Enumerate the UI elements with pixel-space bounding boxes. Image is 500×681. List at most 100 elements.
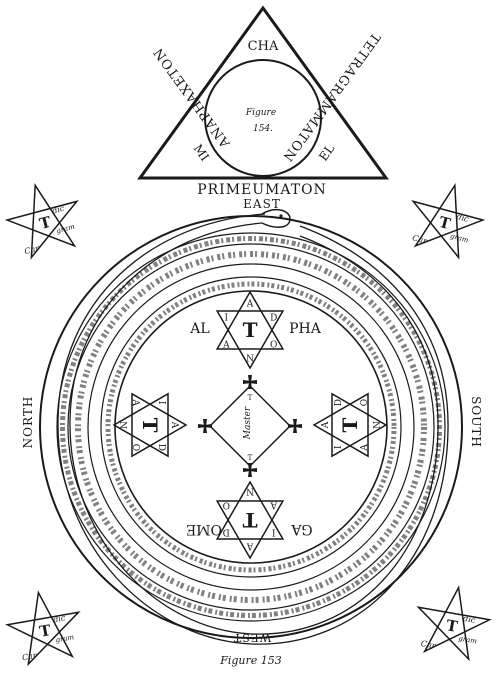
- hexagram-letter: I: [156, 401, 166, 405]
- hexagram-letter: D: [156, 444, 166, 451]
- hexagram-triangle-up: [215, 500, 285, 560]
- omega-left: OME: [186, 521, 222, 537]
- side-primeumaton: PRIMEUMATON: [197, 182, 327, 198]
- triangle-outline: [137, 5, 389, 180]
- hexagram-triangle-down: [112, 392, 169, 458]
- alpha-left: AL: [189, 321, 209, 337]
- triangle-figure-154: CHA MI EL Figure 154. ANAPHAXETON TETRAG…: [137, 5, 389, 198]
- serpent: [57, 208, 449, 645]
- alpha-right: PHA: [289, 321, 322, 337]
- cross-pattee: [198, 419, 212, 433]
- script-band-2: [75, 251, 427, 603]
- cross-pattee: [243, 463, 257, 477]
- pentagram-tau: T: [437, 213, 453, 233]
- omega-right: GA: [290, 521, 312, 537]
- master-label: Master: [243, 406, 253, 440]
- diamond-tau-top: T: [248, 394, 253, 402]
- cross-shape: [288, 419, 302, 433]
- figure-153-caption: Figure 153: [219, 654, 282, 667]
- corner-mi: MI: [191, 142, 212, 164]
- pentagram-word-car: Car: [23, 243, 41, 256]
- pentagram-tau: T: [38, 621, 53, 641]
- cross-shape: [243, 375, 257, 389]
- hexagram-letter: D: [334, 399, 344, 406]
- pentagram-star: [5, 590, 81, 667]
- hexagram-letter: I: [271, 527, 275, 537]
- pentagram-star: [416, 585, 492, 662]
- serpent-eye: [279, 214, 283, 218]
- ring-fifth: [100, 276, 402, 578]
- pentagram-word-dic: dic: [456, 212, 471, 224]
- pentagram-star: [411, 182, 486, 260]
- ring-outer: [39, 215, 463, 639]
- hexagram-letter: I: [334, 445, 344, 449]
- side-anaphaxeton: ANAPHAXETON: [151, 44, 234, 151]
- cross-pattee: [288, 419, 302, 433]
- pentagram-word-dic: dic: [53, 613, 67, 624]
- triangle-inner-circle: [204, 59, 322, 177]
- direction-east: EAST: [243, 197, 281, 211]
- ring-third: [67, 243, 435, 611]
- hexagram-letter: A: [321, 421, 331, 429]
- hexagram-letter: A: [246, 300, 254, 310]
- diamond-tau-bottom: T: [248, 454, 253, 462]
- hexagram-triangle-down: [331, 392, 388, 458]
- tau-cross: T: [138, 418, 162, 433]
- ring-second: [56, 232, 446, 622]
- hexagram-letter: A: [222, 341, 230, 351]
- ring-inner: [114, 290, 388, 564]
- hexagram-letter: N: [117, 421, 127, 429]
- serpent-body-outer: [57, 213, 449, 645]
- pentagram-tau: T: [38, 213, 54, 233]
- corner-cha: CHA: [248, 39, 279, 54]
- crosses: [198, 375, 302, 477]
- pentagram-word-car: Car: [420, 639, 437, 651]
- cross-pattee: [243, 375, 257, 389]
- hexagram-letter: O: [270, 341, 277, 351]
- pentagram-word-car: Car: [21, 651, 38, 663]
- pentagram-tau: T: [445, 616, 460, 636]
- cross-shape: [243, 463, 257, 477]
- hexagram-letter: A: [270, 499, 278, 509]
- pentagram-word-gram: gram: [449, 232, 469, 245]
- cross-shape: [198, 419, 212, 433]
- direction-north: NORTH: [21, 396, 35, 449]
- pentagram-word-car: Car: [411, 233, 429, 246]
- hexagram-triangle-down: [215, 310, 285, 370]
- hexagram-letter: A: [360, 444, 370, 452]
- pentagram-word-dic: dic: [51, 204, 66, 216]
- corner-el: EL: [316, 142, 337, 164]
- hexagram-letter: A: [130, 398, 140, 406]
- hexagram-triangle-up: [312, 392, 369, 458]
- hexagram-letter: A: [246, 540, 254, 550]
- serpent-body-inner: [69, 222, 439, 635]
- pentagram-word-dic: dic: [462, 614, 476, 625]
- hexagram-letter: O: [223, 499, 230, 509]
- hexagram-letter: N: [373, 421, 383, 429]
- hexagram-letter: A: [169, 421, 179, 429]
- hexagram-letter: D: [270, 313, 277, 323]
- pentagram-top-right: T Car dic gram: [411, 182, 486, 260]
- figure-154-number: 154.: [253, 124, 273, 134]
- pentagram-star: [4, 182, 79, 260]
- tau-cross: T: [338, 417, 362, 432]
- figure-154-label: Figure: [245, 108, 276, 118]
- hexagram-triangle-up: [215, 290, 285, 350]
- outer-rings: [39, 215, 463, 639]
- serpent-head: [261, 208, 291, 228]
- hexagram-letter: O: [360, 399, 370, 406]
- hexagram-letter: N: [246, 354, 254, 364]
- hexagram-letter: N: [246, 486, 254, 496]
- hexagram-triangle-up: [131, 392, 188, 458]
- pentagram-word-gram: gram: [55, 633, 75, 644]
- hexagram-triangle-down: [215, 480, 285, 540]
- hexagram-letter: O: [130, 444, 140, 451]
